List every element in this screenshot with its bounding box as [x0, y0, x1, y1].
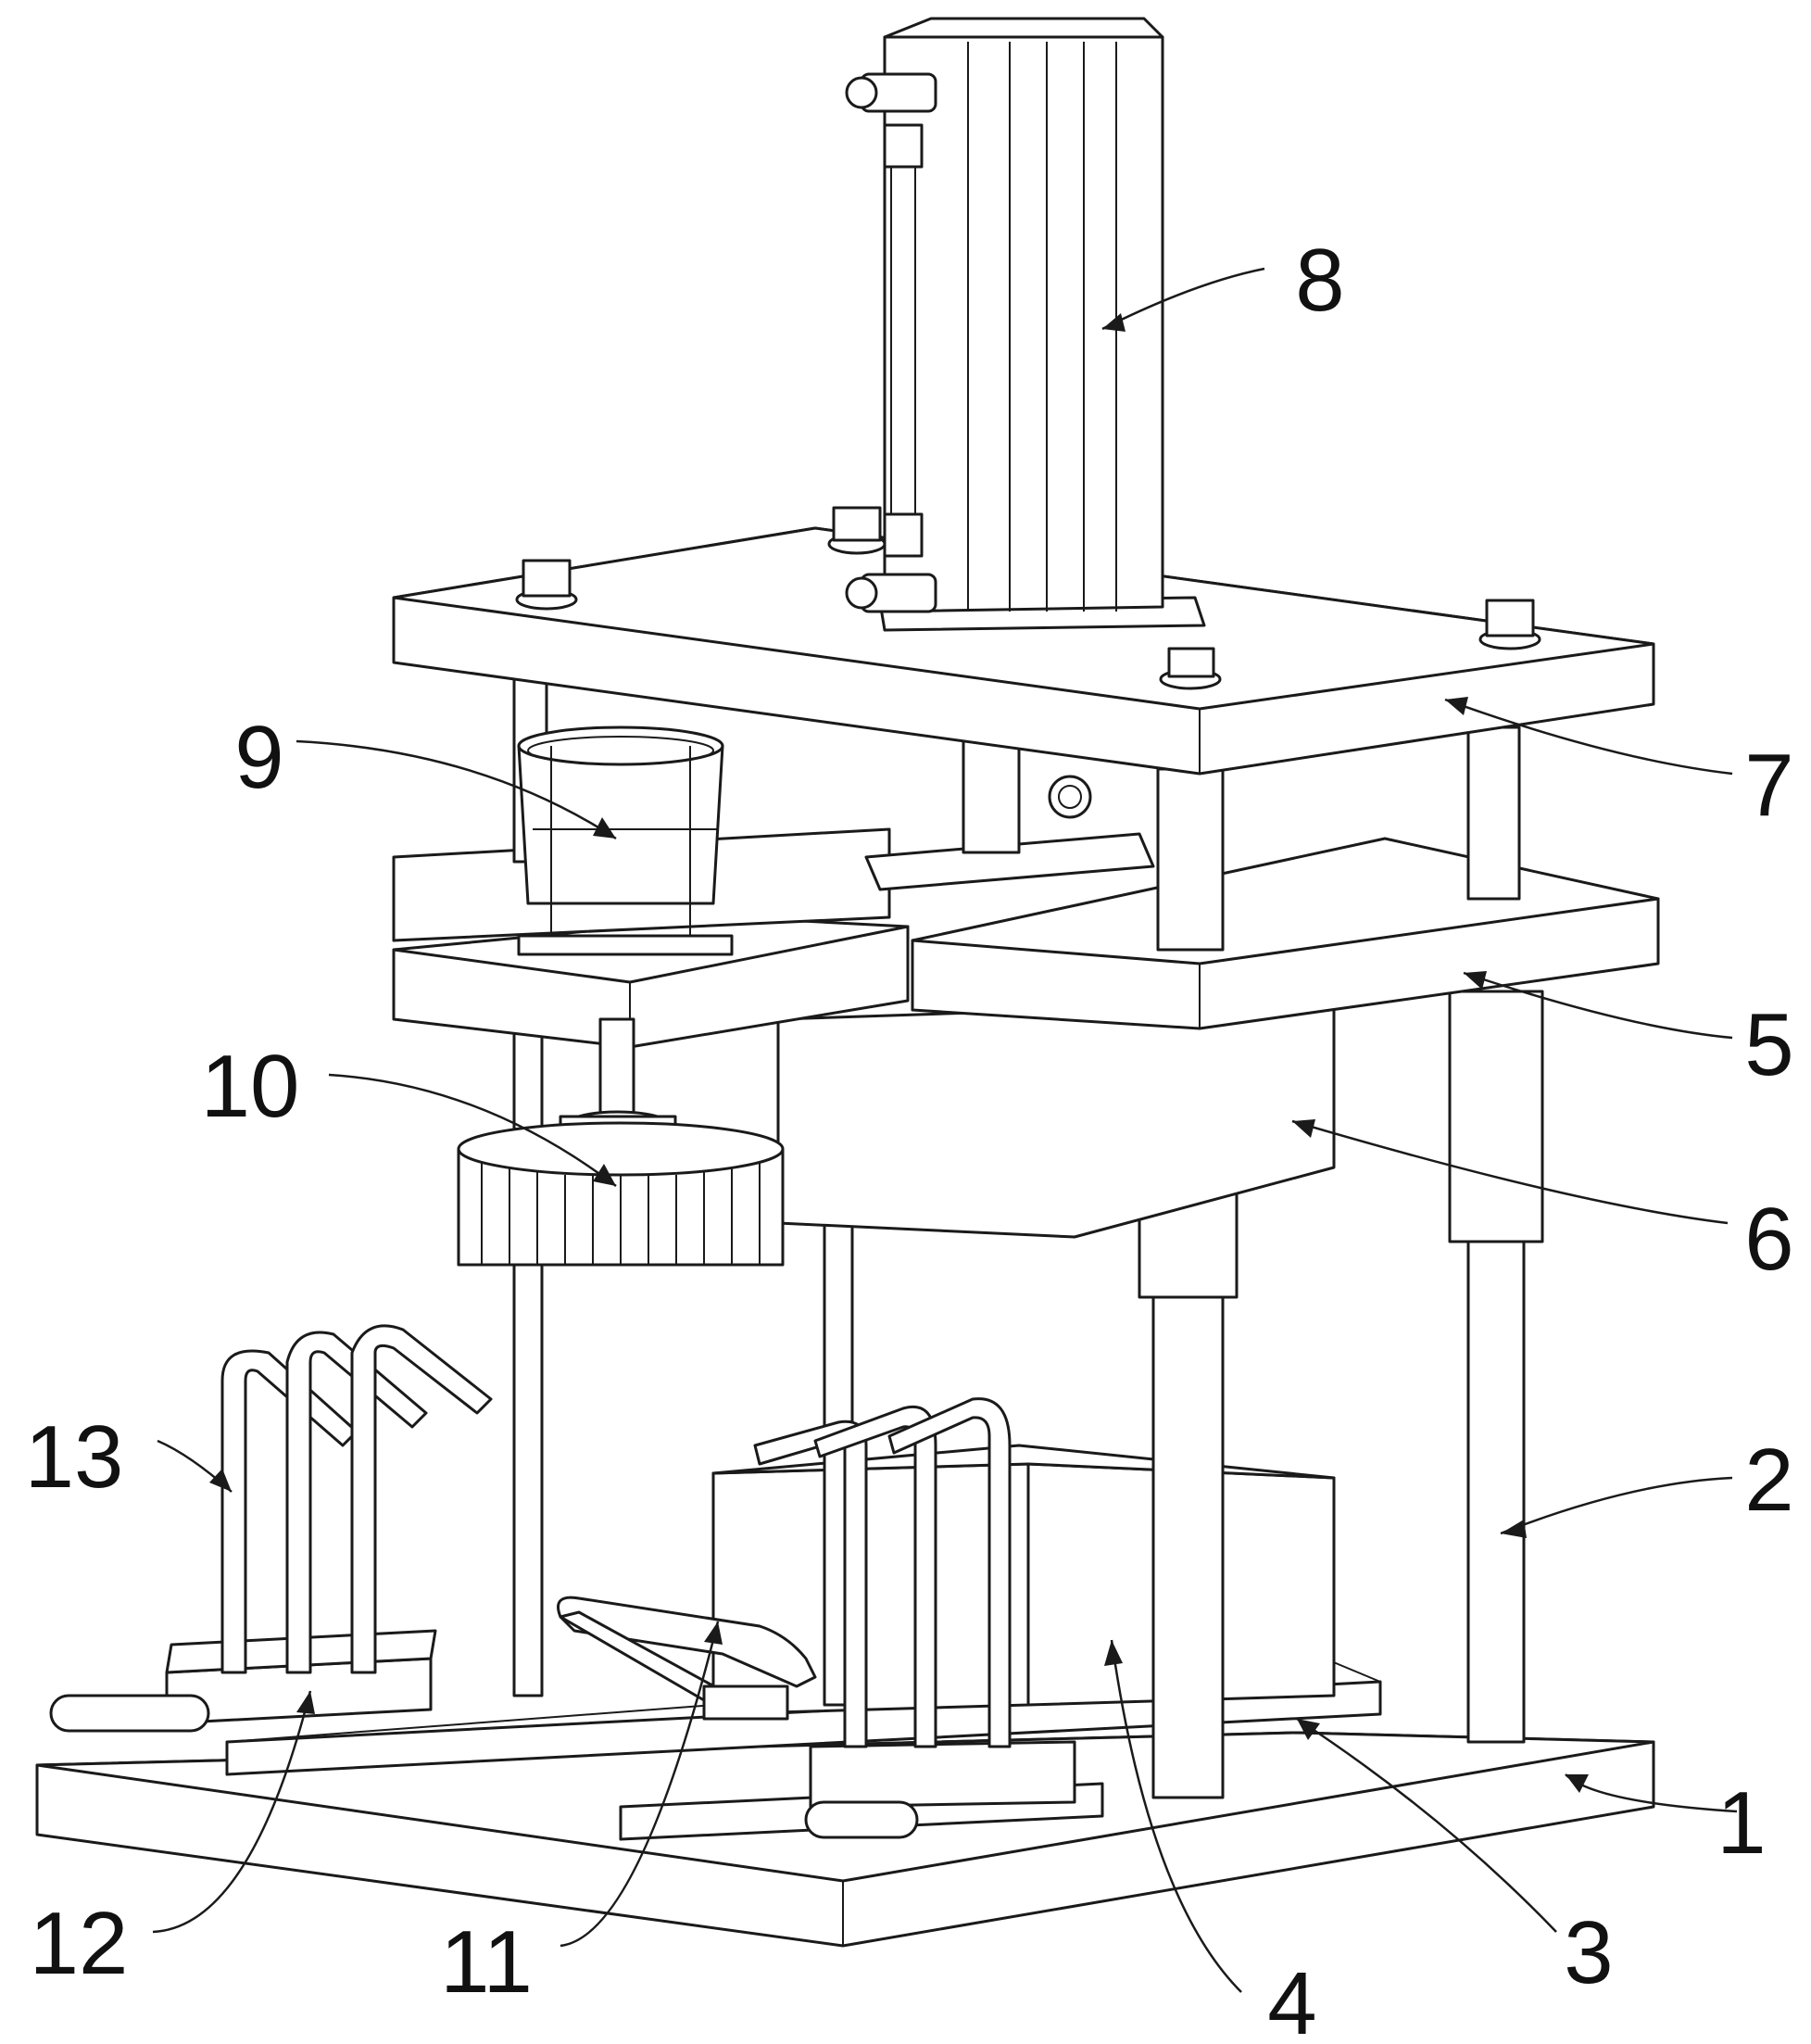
bolt-4	[1478, 599, 1541, 650]
leader-10	[328, 1073, 617, 1187]
leader-12	[152, 1690, 312, 1934]
middle-tube	[557, 1596, 817, 1721]
leader-9	[296, 739, 617, 840]
middle-block	[776, 999, 1336, 1239]
guide-column-right	[1448, 990, 1544, 1744]
cylinder-fitting-top	[845, 72, 937, 514]
label-2: 2	[1744, 1431, 1793, 1530]
bolt-1	[515, 559, 578, 611]
bolt-2	[827, 506, 887, 555]
arrowhead-6	[1292, 1119, 1315, 1138]
leader-7	[1444, 698, 1733, 776]
label-3: 3	[1564, 1903, 1613, 2002]
label-11: 11	[440, 1912, 533, 2012]
cylinder	[883, 17, 1164, 613]
leader-2	[1500, 1476, 1733, 1535]
arrowhead-5	[1464, 971, 1487, 990]
leader-5	[1463, 971, 1733, 1040]
label-13: 13	[25, 1407, 124, 1507]
label-8: 8	[1295, 231, 1344, 330]
label-7: 7	[1744, 736, 1793, 835]
arrowhead-9	[593, 817, 616, 839]
arrowhead-2	[1501, 1520, 1527, 1538]
arrowhead-12	[296, 1691, 315, 1714]
leader-4	[1110, 1639, 1242, 1993]
upper-post-front	[1156, 767, 1225, 952]
bolt-3	[1159, 647, 1222, 690]
clevis-bracket	[864, 739, 1155, 891]
label-4: 4	[1267, 1954, 1316, 2044]
label-9: 9	[234, 708, 283, 807]
nozzle-block-right	[809, 1740, 1076, 1809]
leader-3	[1296, 1717, 1557, 1933]
leader-6	[1291, 1119, 1729, 1225]
nozzle-pipes-right	[753, 1397, 1012, 1839]
leader-lines	[152, 267, 1738, 1993]
nozzle-pipes-left	[49, 1324, 493, 1733]
cylinder-fitting-bottom	[845, 512, 937, 613]
label-1: 1	[1717, 1773, 1766, 1873]
motor	[517, 725, 734, 956]
upper-post-right	[1466, 725, 1521, 901]
label-10: 10	[201, 1037, 300, 1136]
arrowhead-10	[593, 1164, 616, 1186]
arrowhead-8	[1102, 313, 1126, 332]
leader-8	[1101, 267, 1265, 331]
arrowhead-4	[1104, 1640, 1123, 1666]
arrowhead-13	[209, 1469, 232, 1492]
arrowhead-1	[1566, 1774, 1589, 1793]
leader-11	[560, 1621, 720, 1948]
label-6: 6	[1744, 1190, 1793, 1289]
arrowhead-7	[1445, 697, 1468, 715]
arrowhead-11	[704, 1621, 723, 1645]
arrowhead-3	[1297, 1719, 1320, 1740]
label-5: 5	[1744, 995, 1793, 1094]
label-12: 12	[30, 1894, 129, 1993]
brush-wheel	[457, 1121, 785, 1267]
